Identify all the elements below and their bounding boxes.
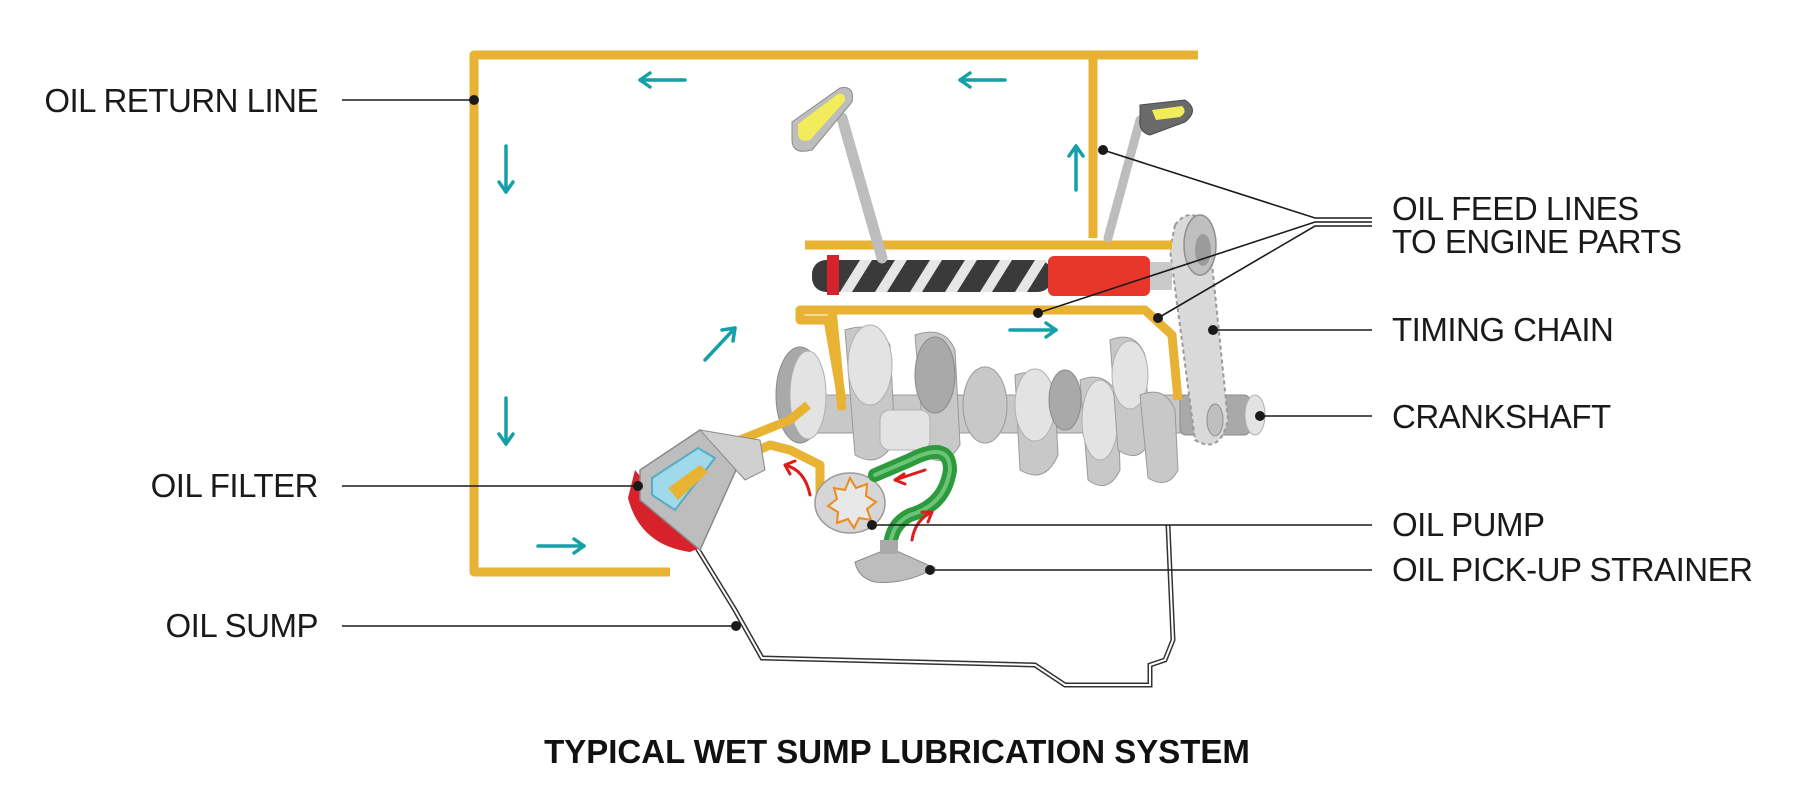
leader-lines bbox=[342, 95, 1372, 631]
diagram-title: TYPICAL WET SUMP LUBRICATION SYSTEM bbox=[544, 733, 1250, 770]
arrow-down-icon bbox=[497, 144, 515, 194]
arrow-down-icon bbox=[497, 396, 515, 446]
pump-flow-arrow-icon bbox=[910, 510, 934, 542]
pump-flow-arrow-icon bbox=[783, 459, 812, 497]
oil-pickup-tube bbox=[868, 445, 958, 557]
label-oil-filter: OIL FILTER bbox=[151, 467, 318, 504]
label-oil-feed-lines: OIL FEED LINES bbox=[1392, 190, 1639, 227]
rocker-right bbox=[1103, 99, 1193, 243]
arrow-right-icon bbox=[1008, 321, 1058, 339]
label-oil-pickup-strainer: OIL PICK-UP STRAINER bbox=[1392, 551, 1752, 588]
timing-chain bbox=[1168, 214, 1230, 446]
label-timing-chain: TIMING CHAIN bbox=[1392, 311, 1613, 348]
oil-return-line bbox=[469, 50, 1198, 577]
oil-pickup-strainer bbox=[854, 540, 937, 583]
label-to-engine-parts: TO ENGINE PARTS bbox=[1392, 223, 1682, 260]
camshaft bbox=[805, 240, 1172, 296]
label-crankshaft: CRANKSHAFT bbox=[1392, 398, 1611, 435]
arrow-left-icon bbox=[638, 71, 687, 89]
oil-pump bbox=[814, 472, 886, 534]
arrow-up-right-icon bbox=[703, 326, 737, 362]
arrow-right-icon bbox=[536, 537, 586, 555]
rocker-left bbox=[791, 87, 888, 264]
pump-flow-arrow-icon bbox=[893, 468, 927, 486]
label-oil-return-line: OIL RETURN LINE bbox=[44, 82, 318, 119]
oil-sump-pan bbox=[694, 524, 1176, 688]
label-oil-sump: OIL SUMP bbox=[166, 607, 318, 644]
flow-arrows bbox=[497, 71, 1085, 555]
oil-filter bbox=[628, 429, 766, 552]
label-oil-pump: OIL PUMP bbox=[1392, 506, 1544, 543]
arrow-left-icon bbox=[958, 71, 1007, 89]
arrow-up-icon bbox=[1067, 144, 1085, 192]
